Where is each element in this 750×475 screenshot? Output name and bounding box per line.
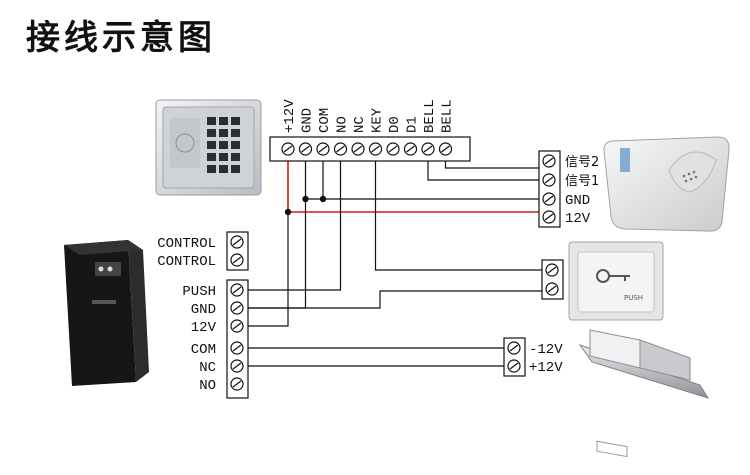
top-terminal-label: COM [317,108,333,133]
power-terminal-label: 12V [191,320,217,336]
doorbell-terminal-label: 12V [565,211,591,227]
screw-slot [544,157,554,165]
doorbell-terminal-label: GND [565,193,590,209]
screw-slot [423,145,433,153]
power-terminal-label: PUSH [182,284,216,300]
power-terminal-label: NO [199,378,216,394]
screw-slot [232,256,242,264]
top-terminal-label: NO [335,116,351,133]
power-terminal-label: GND [191,302,216,318]
top-terminal-label: D1 [405,116,421,133]
power-terminal-label: COM [191,342,216,358]
doorbell-terminal-block [538,150,561,228]
screw-slot [232,380,242,388]
screw-slot [388,145,398,153]
power-terminal-label: CONTROL [157,236,216,252]
screw-slot [232,304,242,312]
screw-slot [509,344,519,352]
top-terminal-label: BELL [440,99,456,133]
wire [374,155,546,271]
screw-slot [232,344,242,352]
lock-terminal-label: -12V [529,342,563,358]
screw-slot [406,145,415,153]
screw-slot [544,195,554,203]
doorbell-icon [603,136,730,232]
screw-slot [547,266,557,274]
screw-slot [283,145,293,153]
electric-bolt-lock-icon [578,329,710,458]
lock-terminal-label: +12V [529,360,563,376]
page-title: 接线示意图 [26,18,216,58]
power-terminal-label: CONTROL [157,254,216,270]
top-terminal-label: +12V [282,99,298,133]
keypad-reader-icon [155,99,262,196]
screw-slot [509,362,519,370]
screw-slot [232,322,242,330]
junction-dot [319,195,327,203]
screw-slot [318,145,328,153]
screw-slot [232,286,242,294]
screw-slot [544,176,554,184]
power-terminal-label: NC [199,360,216,376]
top-terminal-label: KEY [370,107,386,133]
exit-button-text: PUSH [624,294,643,302]
wire [243,290,546,309]
doorbell-terminal-label: 信号1 [565,174,599,189]
red-wire [287,155,543,213]
screw-slot [336,145,345,153]
wire [243,199,307,309]
top-terminal-label: GND [300,108,316,133]
screw-slot [301,145,310,153]
junction-dot [284,208,292,216]
wire [427,155,543,181]
wire [304,155,543,200]
top-terminal-label: BELL [422,99,438,133]
top-terminal-label: D0 [387,116,403,133]
wire [243,155,342,291]
screw-slot [232,362,242,370]
screw-slot [544,213,554,221]
top-terminal-label: NC [352,116,368,133]
junction-dot [302,195,309,203]
screw-slot [232,238,242,246]
screw-slot [547,285,557,293]
power-supply-icon [64,240,149,386]
screw-slot [441,145,450,153]
exit-button-icon: PUSH [568,241,664,321]
doorbell-terminal-label: 信号2 [565,155,599,170]
wire [243,212,289,327]
screw-slot [353,145,363,153]
wires [243,155,546,367]
screw-slot [371,145,380,153]
